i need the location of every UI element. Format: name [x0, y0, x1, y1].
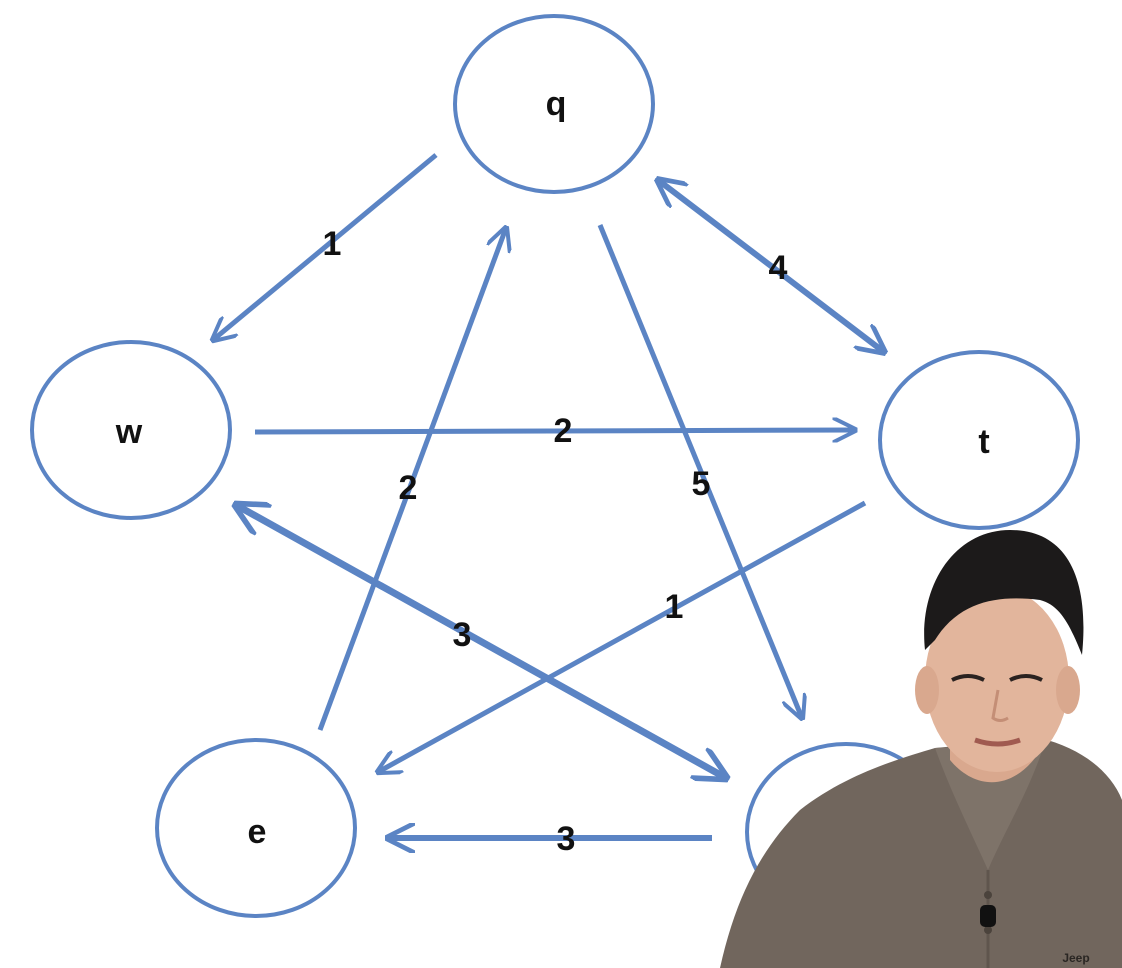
- presenter-mouth: [974, 737, 1021, 747]
- presenter-nose: [991, 689, 1009, 722]
- node-e: e: [155, 738, 357, 918]
- node-t: t: [878, 350, 1080, 530]
- edge-t-e: [378, 500, 867, 772]
- node-w-label: w: [115, 413, 143, 451]
- weight-q-w: 1: [323, 225, 342, 263]
- presenter-eye-left: [951, 674, 985, 682]
- presenter-button: [984, 891, 992, 899]
- presenter-face: [925, 588, 1069, 772]
- node-q-label: q: [546, 85, 567, 123]
- node-w: w: [30, 340, 232, 520]
- edge-q-r: [597, 224, 802, 718]
- edge-q-w: [213, 153, 438, 340]
- weight-w-r: 3: [453, 616, 472, 654]
- edge-w-r: [236, 505, 726, 778]
- node-q: q: [453, 14, 655, 194]
- presenter-microphone: [980, 905, 996, 927]
- weight-q-r: 5: [692, 465, 711, 503]
- presenter-hair: [924, 530, 1084, 655]
- presenter-eye-right: [1009, 674, 1043, 682]
- presenter-button-2: [984, 926, 992, 934]
- weight-w-t: 2: [554, 412, 573, 450]
- weight-q-t: 4: [769, 249, 788, 287]
- presenter-shirt: [720, 738, 1122, 968]
- presenter-ear-right: [1056, 666, 1080, 714]
- node-t-label: t: [978, 423, 989, 461]
- weight-r-e: 3: [557, 820, 576, 858]
- weight-e-q: 2: [399, 469, 418, 507]
- edge-w-t: [254, 430, 855, 432]
- presenter-ear-left: [915, 666, 939, 714]
- presenter-shirt-logo: Jeep: [1062, 951, 1089, 965]
- node-e-label: e: [248, 813, 267, 851]
- edge-q-t: [658, 180, 884, 352]
- weight-t-e: 1: [665, 588, 684, 626]
- presenter-overlay: Jeep: [720, 530, 1122, 968]
